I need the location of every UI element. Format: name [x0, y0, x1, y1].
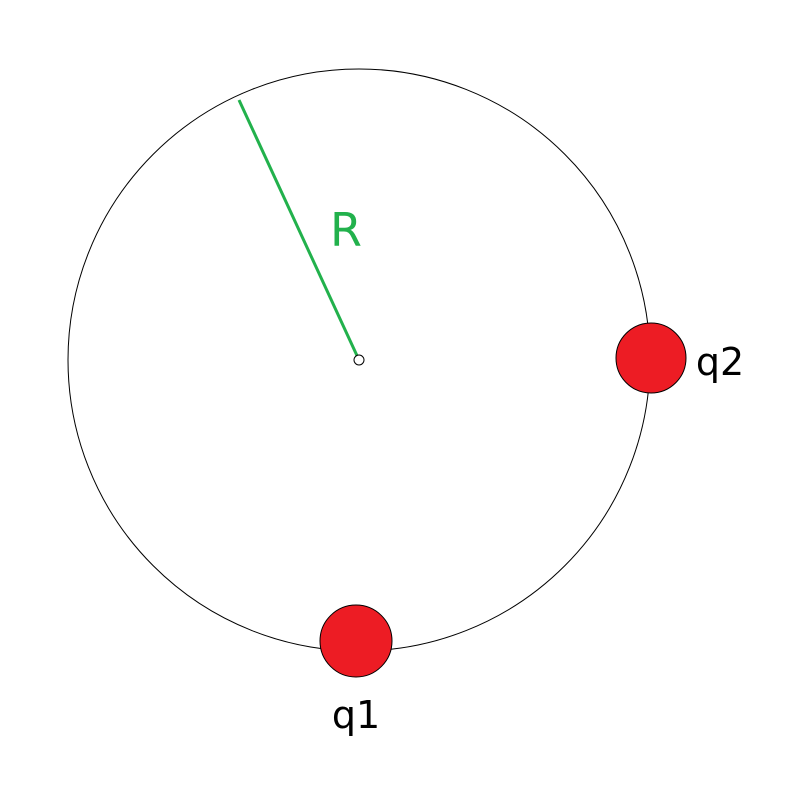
charge-q2	[615, 322, 687, 394]
radius-line	[237, 99, 361, 361]
charge-q1	[319, 604, 393, 678]
charge-q2-label: q2	[696, 340, 744, 384]
charge-q1-label: q1	[332, 693, 380, 737]
radius-label: R	[330, 203, 362, 257]
center-point	[353, 354, 365, 366]
